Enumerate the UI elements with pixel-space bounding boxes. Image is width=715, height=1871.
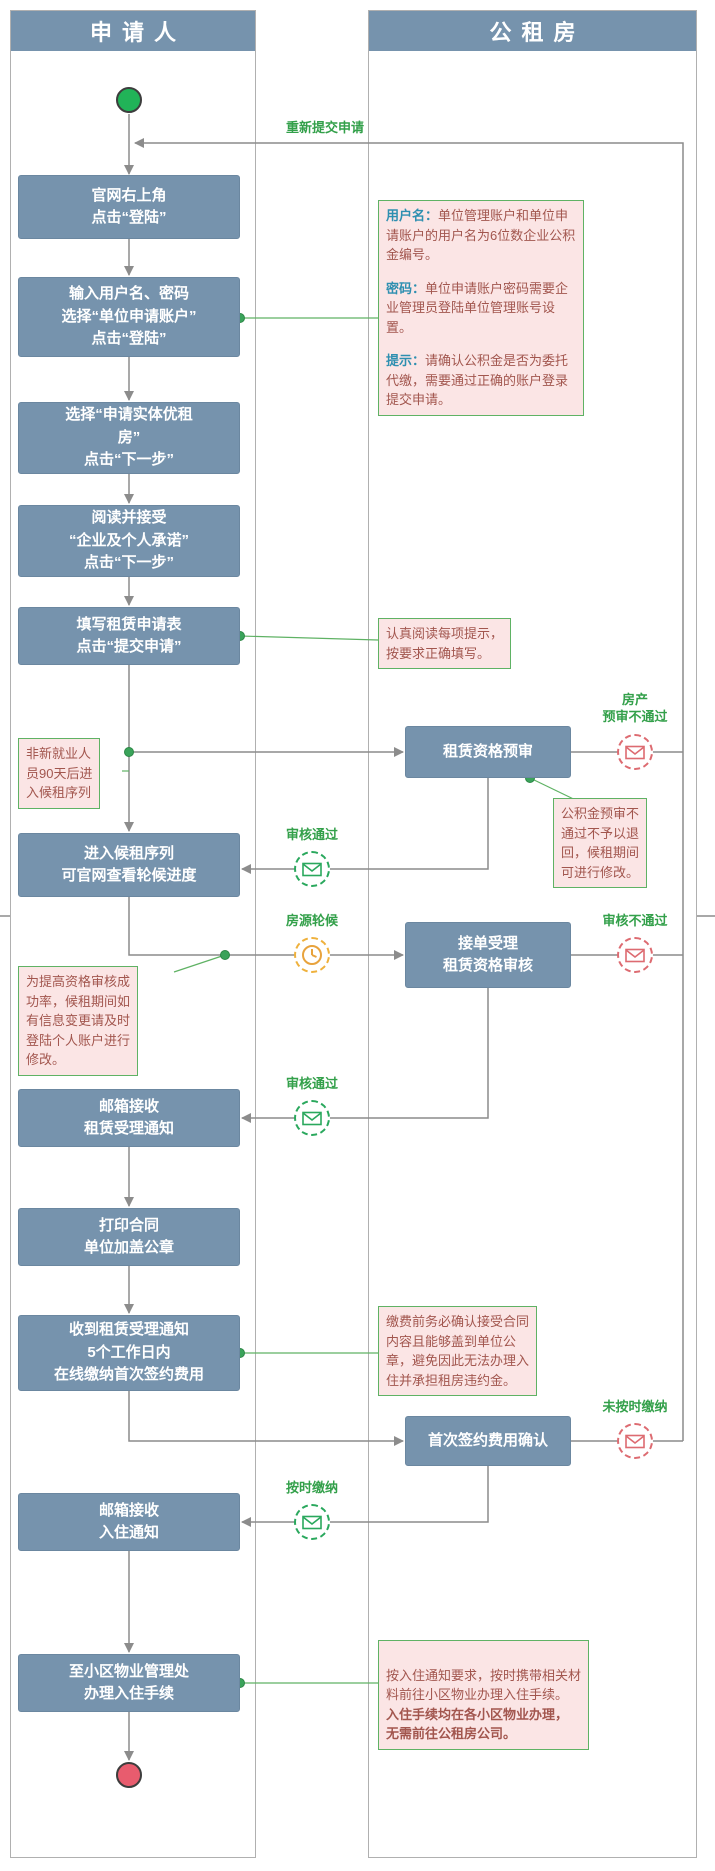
stamp-paid-on-time (294, 1504, 330, 1540)
stamp-overdue (617, 1423, 653, 1459)
stamp-audit-pass-2 (294, 1100, 330, 1136)
step-enter-queue: 进入候租序列 可官网查看轮候进度 (18, 833, 240, 897)
step-mail-checkin-notice: 邮箱接收 入住通知 (18, 1493, 240, 1551)
envelope-icon (625, 1434, 645, 1448)
envelope-icon (302, 1111, 322, 1125)
envelope-icon (625, 948, 645, 962)
pool-header-applicant: 申请人 (11, 11, 255, 51)
note-preaudit-hint: 公积金预审不 通过不予以退 回，候租期间 可进行修改。 (553, 798, 648, 888)
note-checkin-text: 按入住通知要求，按时携带相关材 料前往小区物业办理入住手续。 (386, 1667, 582, 1703)
pool-title-gongzufang: 公租房 (489, 20, 586, 45)
step-fee-confirm: 首次签约费用确认 (405, 1416, 571, 1466)
clock-icon (302, 945, 322, 965)
step-input-account: 输入用户名、密码 选择“单位申请账户” 点击“登陆” (18, 277, 240, 357)
note-login-password: 密码：单位申请账户密码需要企业管理员登陆单位管理账号设置。 (386, 280, 569, 335)
note-login-username: 用户名：单位管理账户和单位申请账户的用户名为6位数企业公积金编号。 (386, 208, 576, 262)
label-preaudit-fail: 房产 预审不通过 (602, 692, 668, 724)
stamp-house-queue (294, 937, 330, 973)
note-login-tip: 提示：请确认公积金是否为委托代缴，需要通过正确的账户登录提交申请。 (386, 353, 569, 407)
step-fill-form: 填写租赁申请表 点击“提交申请” (18, 607, 240, 665)
note-checkin-hint: 按入住通知要求，按时携带相关材 料前往小区物业办理入住手续。 入住手续均在各小区… (378, 1640, 590, 1750)
envelope-icon (302, 1515, 322, 1529)
pool-gongzufang: 公租房 (368, 10, 697, 1858)
step-choose-house: 选择“申请实体优租 房” 点击“下一步” (18, 402, 240, 474)
note-fill-hint: 认真阅读每项提示， 按要求正确填写。 (378, 618, 512, 669)
note-non-new-employee: 非新就业人 员90天后进 入候租序列 (18, 738, 101, 809)
note-checkin-bold: 入住手续均在各小区物业办理， 无需前往公租房公司。 (386, 1706, 569, 1742)
step-pre-audit: 租赁资格预审 (405, 726, 571, 778)
envelope-icon (302, 862, 322, 876)
label-audit-pass-1: 审核通过 (285, 827, 338, 842)
pool-applicant: 申请人 (10, 10, 256, 1858)
note-keyword: 提示： (386, 353, 426, 368)
stamp-audit-fail (617, 937, 653, 973)
note-keyword: 用户名： (386, 208, 439, 223)
step-accept-promise: 阅读并接受 “企业及个人承诺” 点击“下一步” (18, 505, 240, 577)
envelope-icon (625, 745, 645, 759)
step-login-entry: 官网右上角 点击“登陆” (18, 175, 240, 239)
step-mail-accept-notice: 邮箱接收 租赁受理通知 (18, 1089, 240, 1147)
end-node (116, 1762, 142, 1788)
step-goto-property: 至小区物业管理处 办理入住手续 (18, 1654, 240, 1712)
stamp-audit-pass-1 (294, 851, 330, 887)
step-order-audit: 接单受理 租赁资格审核 (405, 922, 571, 988)
note-keyword: 密码： (386, 280, 426, 296)
note-login-help: 用户名：单位管理账户和单位申请账户的用户名为6位数企业公积金编号。 密码：单位申… (378, 200, 584, 416)
stamp-preaudit-fail (617, 734, 653, 770)
step-pay-first-fee: 收到租赁受理通知 5个工作日内 在线缴纳首次签约费用 (18, 1315, 240, 1391)
label-audit-pass-2: 审核通过 (285, 1076, 338, 1091)
label-audit-fail: 审核不通过 (602, 913, 668, 928)
note-fee-hint: 缴费前务必确认接受合同 内容且能够盖到单位公 章，避免因此无法办理入 住并承担租… (378, 1306, 538, 1396)
label-house-queue: 房源轮候 (285, 913, 338, 928)
label-overdue: 未按时缴纳 (602, 1399, 668, 1414)
start-node (116, 87, 142, 113)
label-resubmit: 重新提交申请 (285, 120, 364, 135)
note-modify-hint: 为提高资格审核成 功率，候租期间如 有信息变更请及时 登陆个人账户进行 修改。 (18, 966, 139, 1076)
pool-header-gongzufang: 公租房 (369, 11, 696, 51)
label-paid-on-time: 按时缴纳 (285, 1480, 338, 1495)
step-print-contract: 打印合同 单位加盖公章 (18, 1208, 240, 1266)
pool-title-applicant: 申请人 (89, 20, 186, 45)
